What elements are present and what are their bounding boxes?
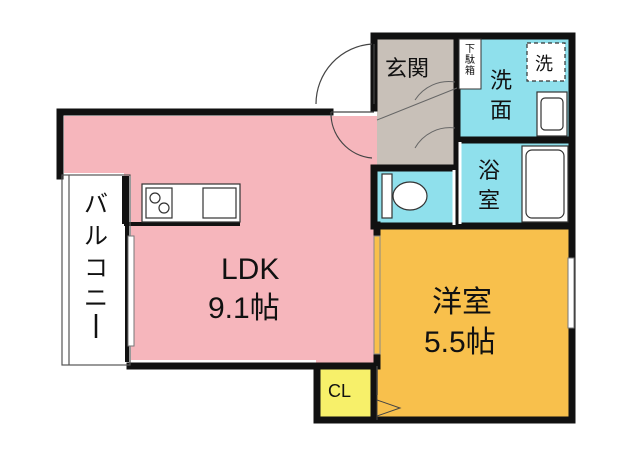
ldk-fill bbox=[64, 116, 377, 368]
label-sento-2: 面 bbox=[490, 98, 512, 123]
label-ldk: LDK bbox=[221, 253, 279, 286]
label-balcony-2: ル bbox=[84, 223, 108, 250]
label-genkan: 玄関 bbox=[385, 56, 429, 81]
entrance-fill bbox=[377, 38, 458, 168]
label-balcony-4: ニ bbox=[84, 285, 108, 312]
getabako bbox=[458, 38, 482, 90]
label-sento-1: 洗 bbox=[490, 68, 512, 93]
label-balcony-5-mark: ー bbox=[84, 314, 108, 344]
label-yokushitsu-1: 浴 bbox=[478, 158, 500, 183]
walls bbox=[56, 32, 576, 424]
kitchen-counter bbox=[141, 183, 241, 223]
closet-fill bbox=[320, 368, 373, 417]
label-youshitsu-size: 5.5帖 bbox=[424, 326, 496, 359]
entrance-step bbox=[376, 81, 458, 149]
label-getabako-3: 箱 bbox=[465, 64, 475, 77]
washing-machine bbox=[526, 42, 566, 82]
label-closet: CL bbox=[328, 381, 351, 401]
sink bbox=[536, 91, 568, 137]
label-balcony-1: バ bbox=[84, 191, 108, 218]
label-youshitsu: 洋室 bbox=[432, 286, 492, 319]
youshitsu-fill bbox=[377, 228, 570, 417]
label-getabako-1: 下 bbox=[465, 44, 475, 55]
label-yokushitsu-2: 室 bbox=[478, 188, 500, 213]
label-balcony-3: コ bbox=[84, 255, 108, 282]
bathtub bbox=[521, 145, 569, 223]
label-ldk-size: 9.1帖 bbox=[208, 292, 280, 325]
toilet bbox=[381, 173, 428, 219]
label-getabako-2: 駄 bbox=[465, 53, 475, 66]
svg-text:ー: ー bbox=[84, 317, 108, 344]
label-sentakuki: 洗 bbox=[535, 54, 553, 74]
entrance-door bbox=[315, 43, 375, 159]
windows bbox=[127, 235, 575, 355]
